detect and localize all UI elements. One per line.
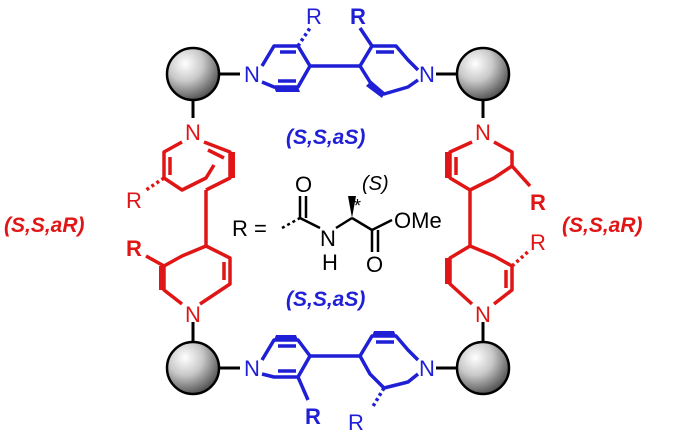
left-bipyridine <box>145 140 235 306</box>
amide-nitrogen: N <box>320 226 336 251</box>
corner-ball-bottom-left <box>165 340 221 396</box>
top-bipyridine <box>260 27 420 98</box>
ester-oxygen: O <box>366 252 383 277</box>
bottom-right-n: N <box>419 356 435 381</box>
top-right-n: N <box>419 62 435 87</box>
left-bottom-n: N <box>185 302 201 327</box>
left-r-dashed: R <box>126 188 142 213</box>
stereocenter-star: * <box>354 196 361 216</box>
right-bipyridine <box>445 140 532 306</box>
label-top-center: (S,S,aS) <box>286 126 365 149</box>
corner-ball-bottom-right <box>455 340 511 396</box>
methoxy-group: OMe <box>394 208 442 233</box>
bottom-r-bold: R <box>305 404 321 429</box>
r-equals: R = <box>232 216 267 241</box>
r-group-structure <box>281 196 393 252</box>
carbonyl-oxygen: O <box>295 172 312 197</box>
corner-ball-top-left <box>165 46 221 102</box>
top-r-dashed: R <box>306 4 322 29</box>
right-r-bold: R <box>530 190 546 215</box>
corner-ball-top-right <box>455 46 511 102</box>
right-top-n: N <box>475 120 491 145</box>
right-r-dashed: R <box>530 230 546 255</box>
left-r-bold: R <box>126 236 142 261</box>
stereo-descriptor: (S) <box>362 173 389 195</box>
label-bottom-center: (S,S,aS) <box>286 288 365 311</box>
top-r-bold: R <box>350 4 366 29</box>
label-left: (S,S,aR) <box>4 214 85 237</box>
left-top-n: N <box>185 120 201 145</box>
label-right: (S,S,aR) <box>562 214 643 237</box>
amide-hydrogen: H <box>322 250 338 275</box>
bottom-r-dashed: R <box>348 410 364 435</box>
top-left-n: N <box>244 62 260 87</box>
bottom-left-n: N <box>244 356 260 381</box>
bottom-bipyridine <box>260 331 420 409</box>
right-bottom-n: N <box>475 302 491 327</box>
linker-bonds <box>191 72 485 370</box>
